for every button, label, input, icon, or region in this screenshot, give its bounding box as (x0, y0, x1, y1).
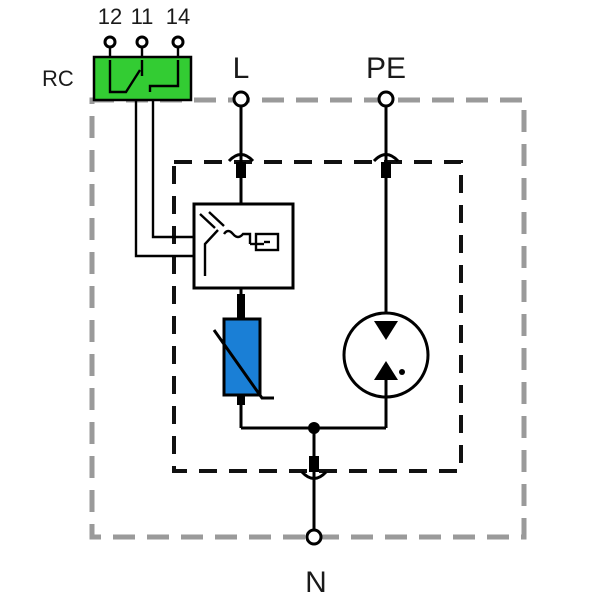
pe-label: PE (366, 52, 406, 85)
line-fuse-block (236, 162, 246, 178)
rc-contact-label-14: 14 (166, 4, 190, 29)
rc-contact-label-12: 12 (98, 4, 122, 29)
thermal-disconnector-box (192, 202, 295, 290)
rc-terminal-12[interactable] (103, 35, 117, 49)
varistor-icon (222, 317, 262, 397)
thermal-disconnector-icon (199, 211, 280, 276)
rc-contact-pins (103, 35, 185, 58)
gdt-arrow-down (374, 321, 398, 340)
pe-fuse-block (381, 162, 391, 178)
rc-terminal-14[interactable] (171, 35, 185, 49)
neutral-fuse-block (309, 456, 319, 472)
varistor-slash (212, 329, 274, 400)
pe-terminal[interactable] (377, 90, 395, 108)
neutral-inner-crossing (300, 470, 328, 480)
inner-enclosure (172, 160, 463, 473)
outer-enclosure (89, 97, 527, 540)
varistor-lead-top (237, 294, 245, 320)
rc-terminal-11[interactable] (135, 35, 149, 49)
neutral-terminal[interactable] (305, 528, 323, 546)
rc-label: RC (42, 66, 74, 91)
line-label: L (233, 52, 250, 85)
neutral-label: N (305, 566, 327, 599)
rc-wire-1 (134, 100, 194, 258)
remote-contact-switch-icon (108, 60, 180, 94)
rc-contact-label-11: 11 (131, 4, 154, 29)
gdt-arrow-up (374, 361, 398, 380)
line-inner-crossing (227, 153, 255, 163)
line-terminal[interactable] (232, 90, 250, 108)
pe-inner-crossing (372, 153, 400, 163)
rc-wire-2 (151, 100, 194, 239)
